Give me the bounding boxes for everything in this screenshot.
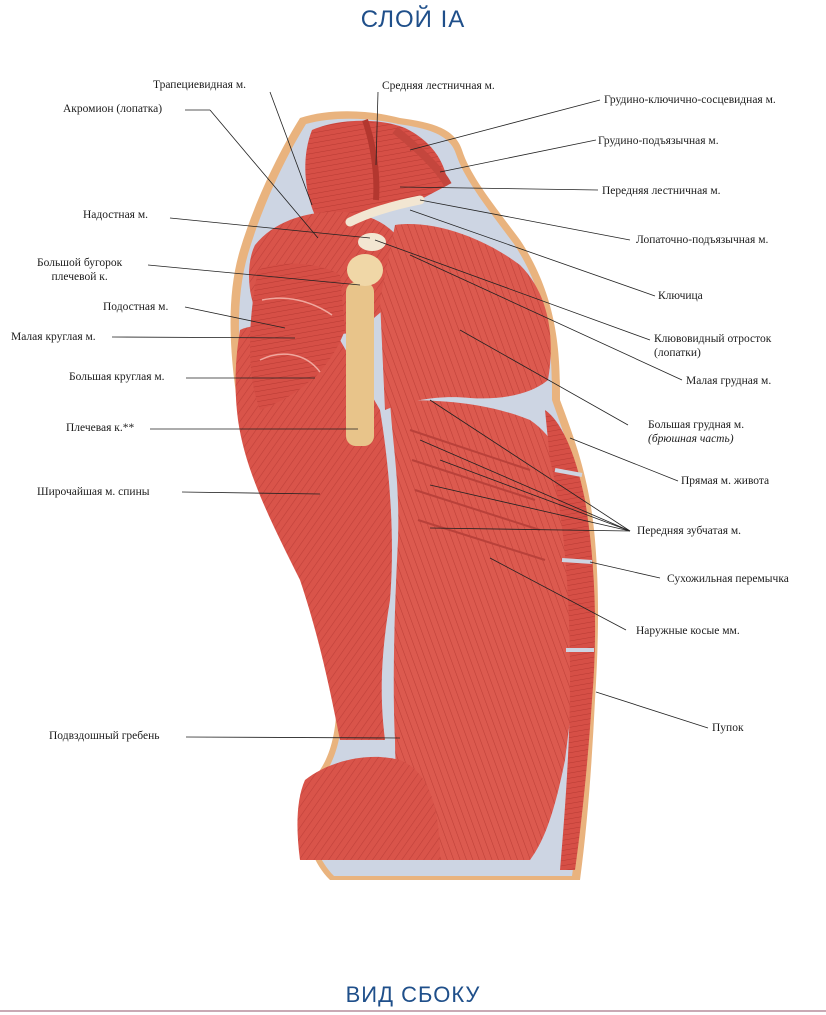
label-iliac-crest: Подвздошный гребень (49, 730, 160, 742)
label-scalene-middle: Средняя лестничная м. (382, 80, 495, 92)
clavicle-bone (345, 195, 425, 227)
label-pectoralis-major-part: (брюшная часть) (648, 433, 734, 445)
label-trapezius: Трапециевидная м. (153, 79, 246, 91)
label-external-oblique: Наружные косые мм. (636, 625, 740, 637)
pectoralis (380, 224, 551, 410)
bottom-rule (0, 1010, 826, 1012)
label-pectoralis-major-line1: Большая грудная м. (648, 419, 745, 431)
label-sternocleidomastoid: Грудино-ключично-сосцевидная м. (604, 94, 776, 106)
label-pectoralis-major-line2: (брюшная часть) (648, 432, 744, 446)
label-greater-tubercle-line2: плечевой к. (51, 271, 108, 283)
label-serratus-anterior: Передняя зубчатая м. (637, 525, 742, 537)
label-teres-minor: Малая круглая м. (11, 331, 96, 343)
label-rectus-abdominis: Прямая м. живота (681, 475, 770, 487)
rectus-abdominis (545, 410, 596, 870)
view-caption: ВИД СБОКУ (345, 982, 481, 1007)
label-latissimus: Широчайшая м. спины (37, 486, 150, 498)
label-acromion: Акромион (лопатка) (63, 103, 163, 115)
label-scalene-anterior: Передняя лестничная м. (602, 185, 721, 197)
label-clavicle: Ключица (658, 290, 703, 302)
label-pectoralis-major: Большая грудная м. (брюшная часть) (648, 418, 744, 446)
label-coracoid-line1: Клювовидный отросток (654, 333, 772, 345)
label-greater-tubercle-line1: Большой бугорок (37, 257, 123, 269)
posterior-shoulder (249, 263, 345, 410)
label-infraspinatus: Подостная м. (103, 301, 169, 313)
gluteal (297, 756, 440, 860)
label-greater-tubercle: Большой бугорок плечевой к. (37, 256, 122, 284)
label-navel: Пупок (712, 722, 744, 734)
label-tendinous-intersection: Сухожильная перемычка (667, 573, 789, 585)
label-coracoid-line2: (лопатки) (654, 347, 701, 359)
label-coracoid: Клювовидный отросток (лопатки) (654, 332, 771, 360)
label-omohyoid: Лопаточно-подъязычная м. (636, 234, 769, 246)
label-sternohyoid: Грудино-подъязычная м. (598, 135, 719, 147)
label-pectoralis-minor: Малая грудная м. (686, 375, 772, 387)
label-supraspinatus: Надостная м. (83, 209, 149, 221)
label-teres-major: Большая круглая м. (69, 371, 165, 383)
humeral-head (347, 254, 383, 286)
humerus-bone (346, 282, 374, 446)
label-humerus: Плечевая к.** (66, 422, 135, 434)
external-oblique (390, 400, 582, 860)
page-title: СЛОЙ IA (360, 6, 466, 33)
